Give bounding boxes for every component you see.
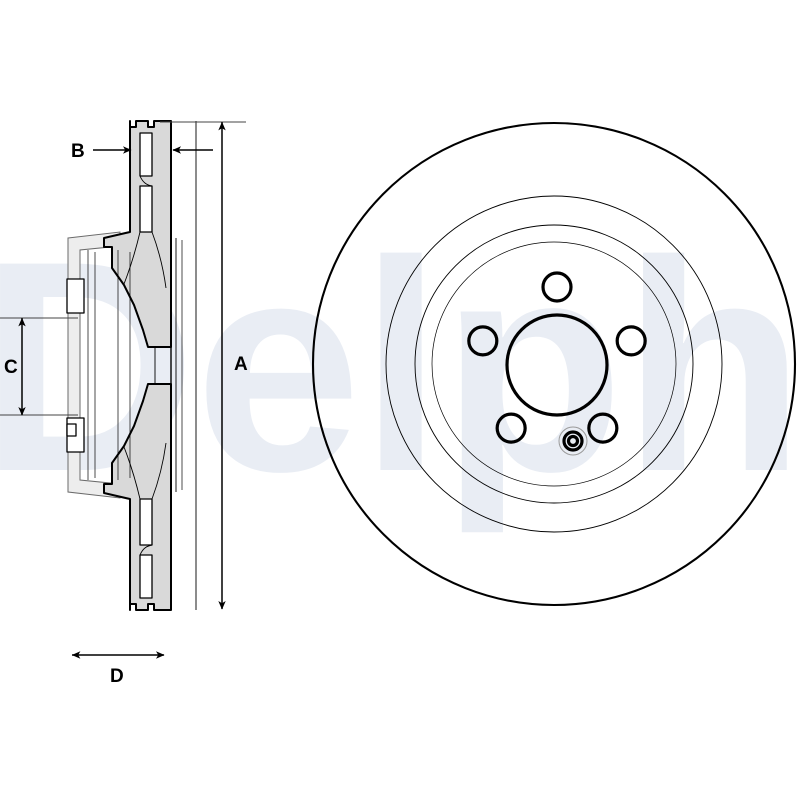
locating-hole-mid-ring (562, 430, 584, 452)
friction-band-inner-circle (414, 224, 694, 504)
disc-section-upper (103, 120, 172, 348)
bolt-hole-group (467, 271, 647, 444)
hat-nub-upper (66, 423, 77, 437)
bolt-hole (467, 325, 499, 357)
hat-step-circle (431, 241, 677, 487)
dimension-D-label: D (110, 666, 124, 687)
disc-face-view (311, 121, 797, 607)
dimension-B-label: B (71, 141, 85, 162)
disc-section-lower (103, 383, 172, 611)
vent-cavity-upper-2 (139, 185, 153, 233)
vent-cavity-lower-1 (139, 554, 153, 599)
hub-wall-shade (67, 231, 121, 499)
threaded-locating-hole (558, 426, 588, 456)
vane-line-upper-1 (139, 175, 153, 187)
dimension-C-label: C (4, 357, 18, 378)
bolt-hole (495, 412, 527, 444)
dimension-A-label: A (234, 354, 248, 375)
centre-bore-circle (505, 313, 609, 417)
locating-hole-inner (566, 434, 580, 448)
bolt-hole (587, 412, 619, 444)
cross-section-view (66, 120, 197, 611)
locating-hole-outer-ring (558, 426, 588, 456)
hat-bolt-slot-upper (66, 278, 85, 314)
bolt-hole (615, 325, 647, 357)
vane-line-lower-1 (139, 544, 153, 556)
dimension-B: B (71, 141, 213, 162)
dimension-C: C (0, 317, 78, 416)
vane-line-upper-2 (151, 231, 167, 289)
vent-cavity-upper-1 (139, 132, 153, 177)
vane-line-lower-2 (151, 442, 167, 500)
dimension-D: D (71, 651, 165, 687)
vent-cavity-lower-2 (139, 498, 153, 546)
bolt-hole (541, 271, 573, 303)
outer-rim-circle (311, 121, 797, 607)
vane-line-upper-3 (123, 231, 141, 285)
friction-band-outer-circle (385, 195, 723, 533)
dimension-A: A (160, 121, 248, 610)
vane-line-lower-3 (123, 446, 141, 500)
